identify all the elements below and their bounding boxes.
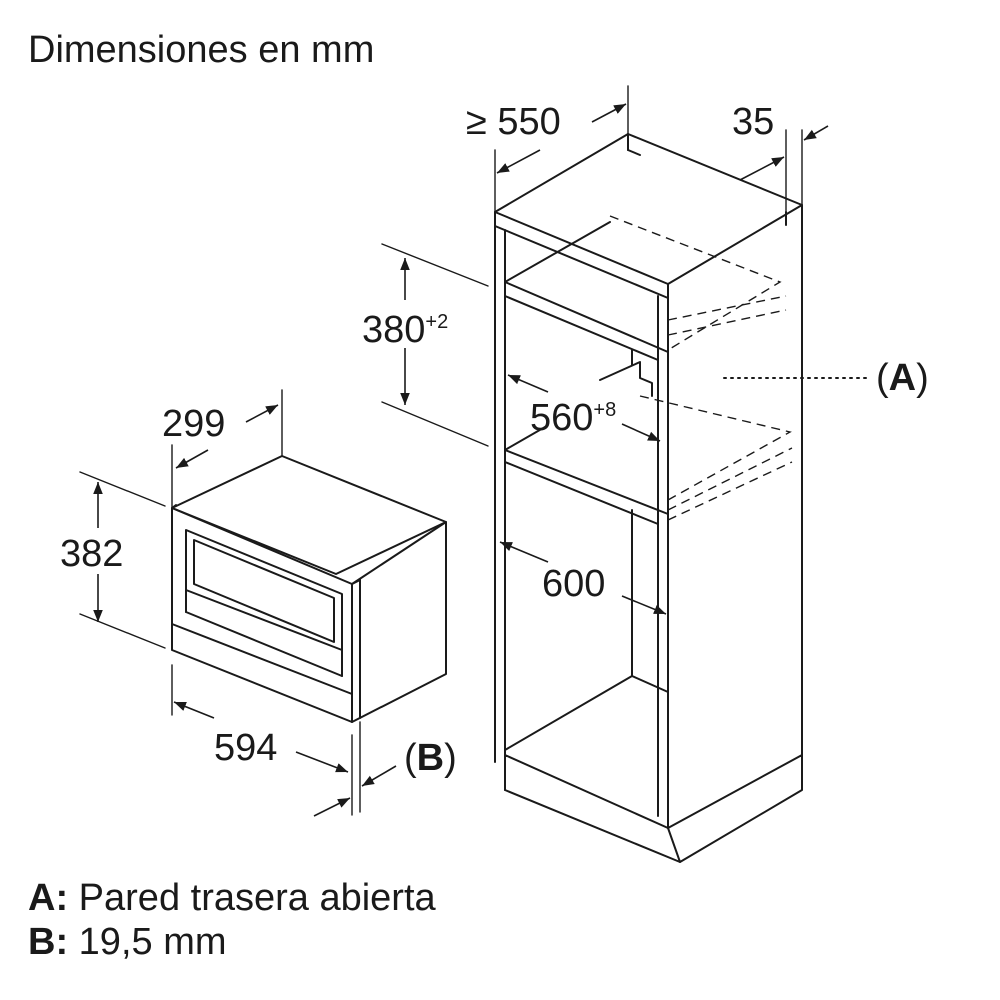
label-niche-width-tol: +8 <box>593 399 616 421</box>
dim-side-thickness: 35 <box>732 101 829 213</box>
tall-cabinet <box>494 133 871 863</box>
label-appliance-height: 382 <box>60 533 123 575</box>
label-niche-height-tol: +2 <box>425 311 448 333</box>
dim-appliance-depth: 299 <box>162 389 283 509</box>
callout-b: (B) <box>404 737 457 779</box>
dim-depth-min: ≥ 550 <box>466 85 629 213</box>
label-cabinet-width: 600 <box>542 563 605 605</box>
label-appliance-depth: 299 <box>162 403 225 445</box>
svg-text:380+2: 380+2 <box>362 309 448 351</box>
microwave-appliance <box>171 455 447 723</box>
dim-appliance-height: 382 <box>60 471 166 649</box>
label-side-thickness: 35 <box>732 101 774 143</box>
dim-frame-thickness: (B) <box>313 721 457 817</box>
dim-cabinet-width: 600 <box>499 541 667 615</box>
dim-appliance-width: 594 <box>171 664 353 816</box>
legend-item-a: A: Pared trasera abierta <box>28 877 436 919</box>
label-niche-height: 380 <box>362 309 425 351</box>
label-niche-width: 560 <box>530 397 593 439</box>
label-depth-min: ≥ 550 <box>466 101 561 143</box>
label-appliance-width: 594 <box>214 727 277 769</box>
legend: A: Pared trasera abierta B: 19,5 mm <box>28 876 436 964</box>
dim-niche-height: 380+2 <box>362 243 489 447</box>
diagram-title: Dimensiones en mm <box>28 29 374 71</box>
svg-text:560+8: 560+8 <box>530 397 616 439</box>
dim-niche-width: 560+8 <box>507 374 661 442</box>
callout-a: (A) <box>876 357 929 399</box>
legend-item-b: B: 19,5 mm <box>28 921 227 963</box>
